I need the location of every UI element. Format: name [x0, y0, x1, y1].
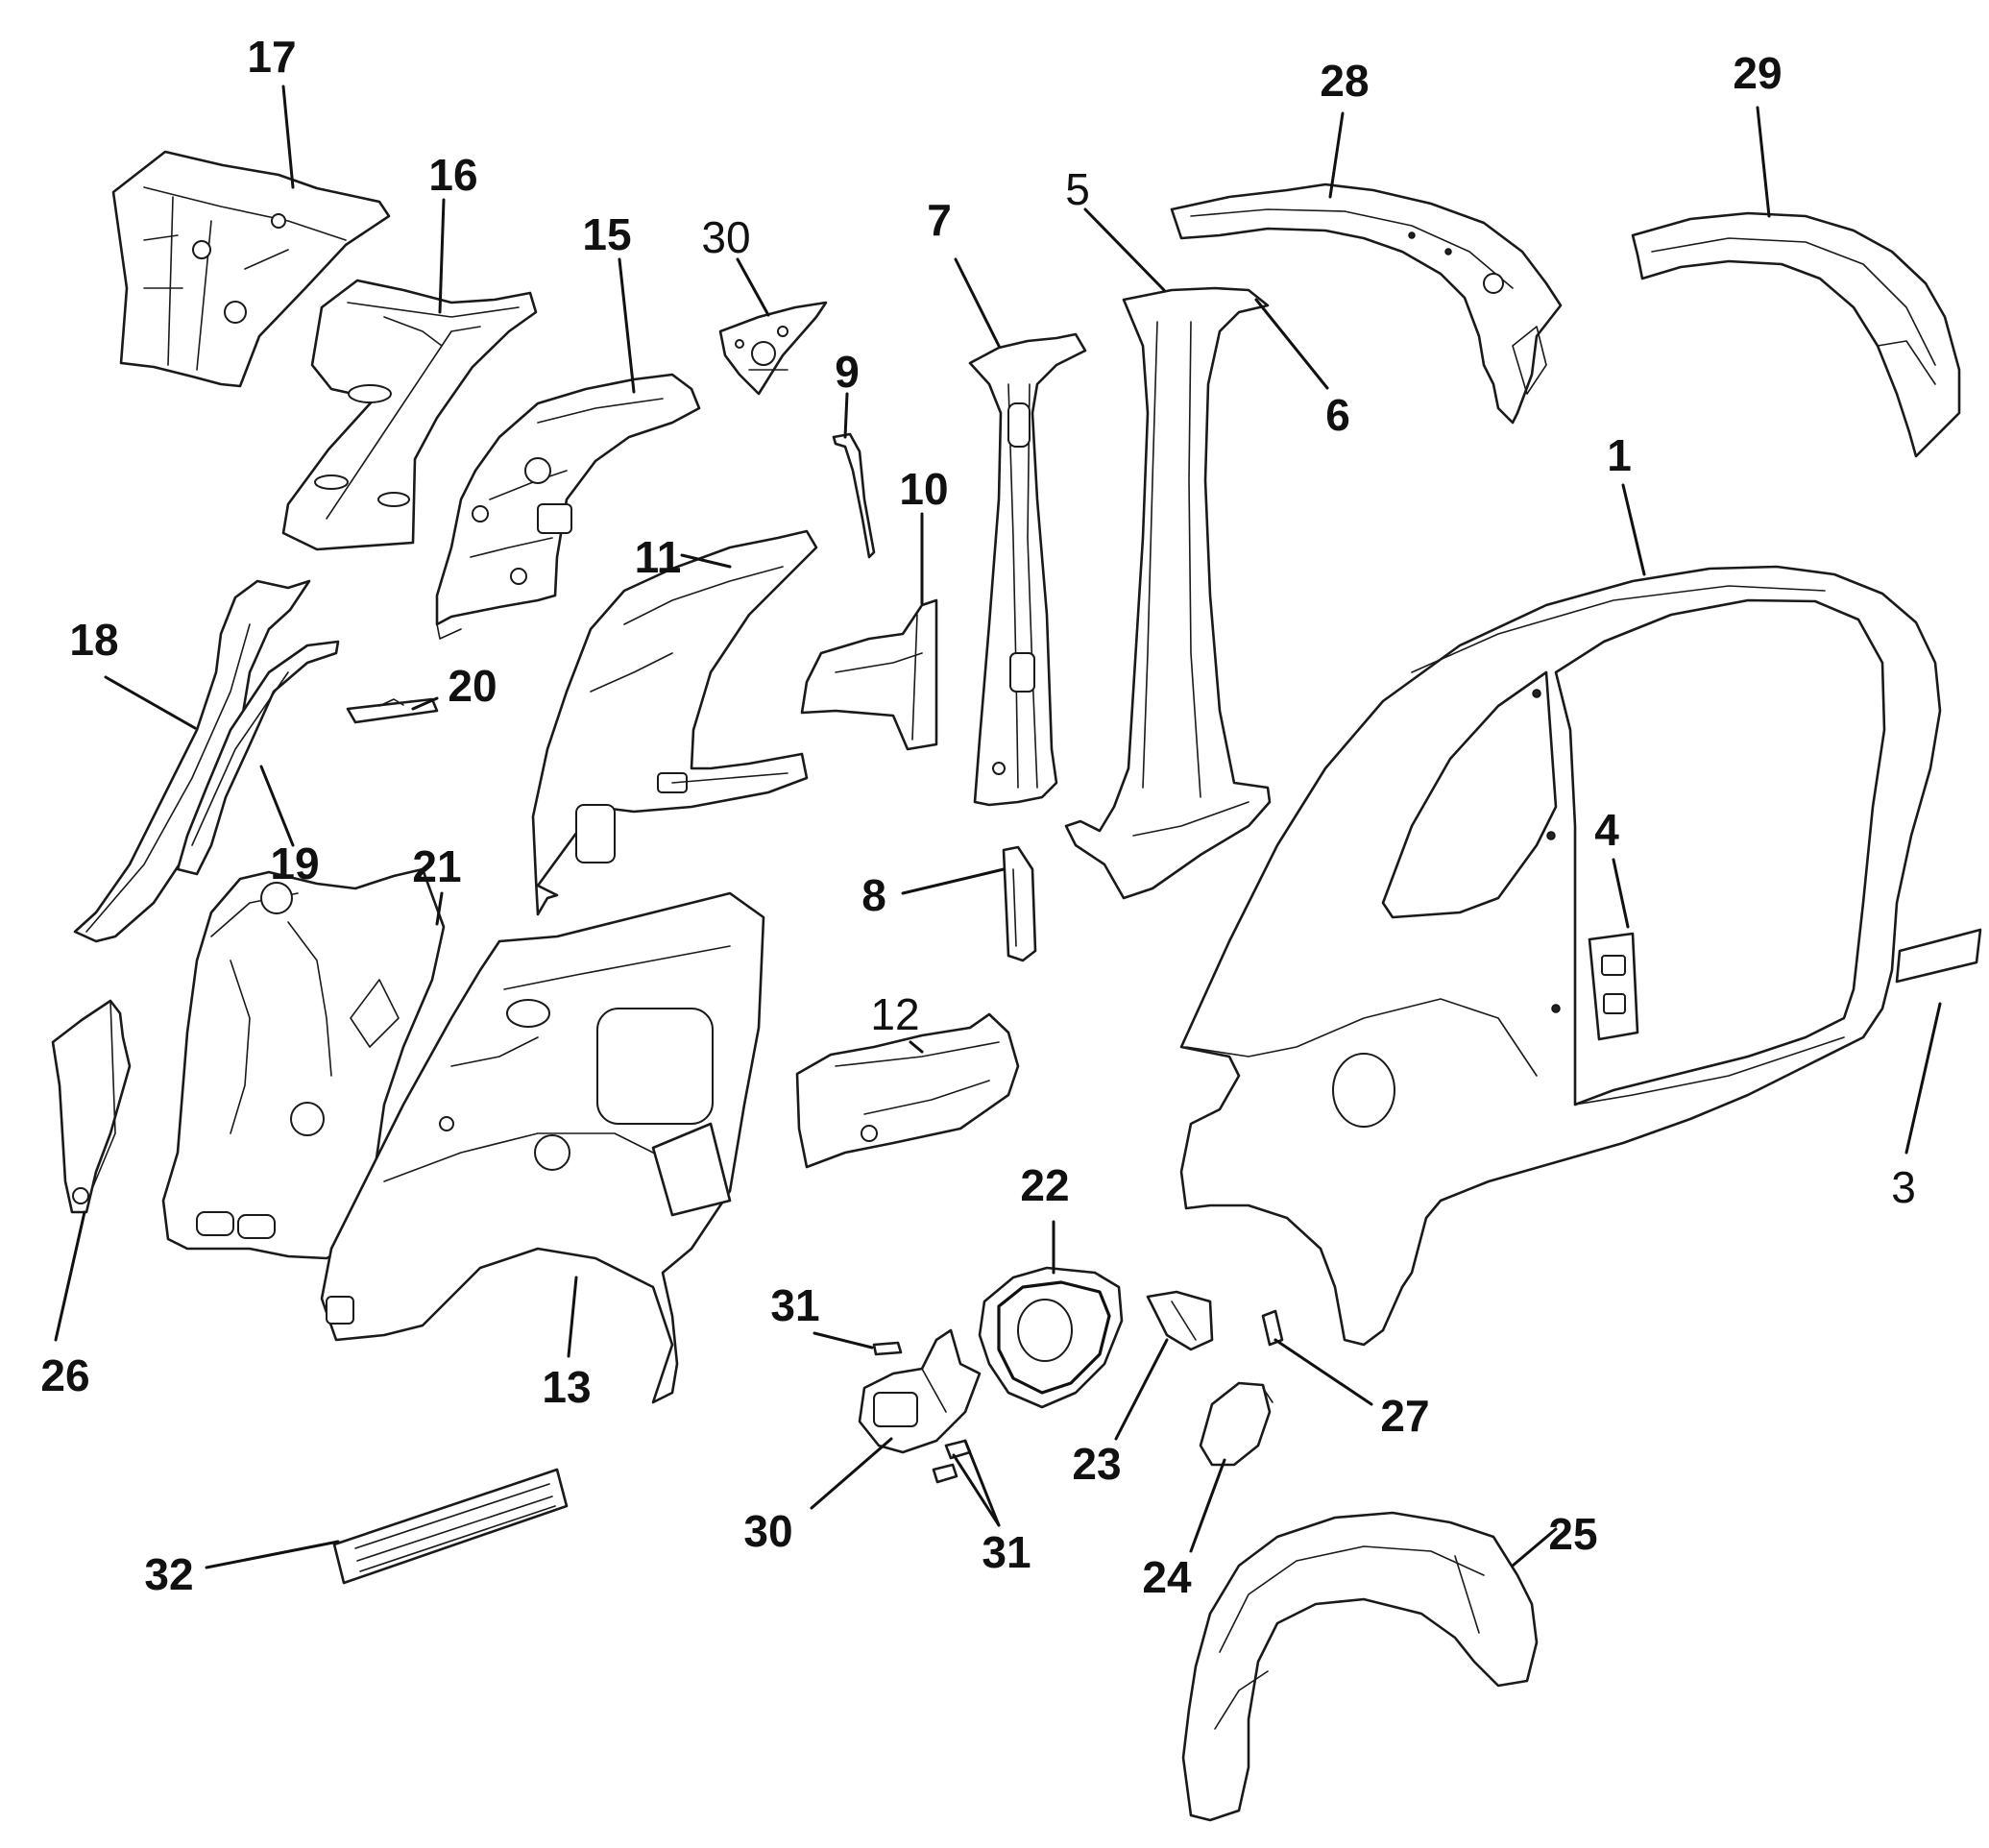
callout-label: 17: [247, 32, 296, 82]
callout-label: 31: [982, 1527, 1031, 1577]
callout-label: 30: [743, 1506, 792, 1556]
part-11-drawing: [531, 529, 818, 916]
part-3-drawing: [1895, 928, 1982, 984]
part-20-drawing: [346, 697, 439, 724]
part-22-drawing: [978, 1266, 1124, 1409]
part-29-drawing: [1631, 211, 1961, 458]
callout-label: 21: [412, 841, 461, 891]
part-8-drawing: [1002, 845, 1037, 962]
part-21-drawing: [161, 867, 446, 1260]
leader-lines: [54, 85, 1942, 1569]
callout-label: 23: [1072, 1439, 1121, 1489]
callout-label: 16: [428, 150, 477, 200]
part-10-drawing: [800, 598, 938, 751]
part-4-drawing: [1588, 932, 1639, 1041]
part-17-drawing: [111, 150, 391, 388]
callout-label: 26: [40, 1350, 89, 1400]
bolt-31-bottom-drawing: [932, 1439, 972, 1484]
part-7-drawing: [968, 332, 1087, 807]
callout-label: 25: [1548, 1509, 1597, 1559]
callout-label: 30: [701, 212, 750, 262]
part-30-bottom-drawing: [858, 1328, 982, 1454]
part-32-drawing: [332, 1468, 569, 1585]
callout-label: 7: [927, 195, 952, 245]
callout-labels: 1 3 4 5 6 7 8 9 10 11 12 13 15 16 17 18 …: [40, 32, 1915, 1602]
part-12-drawing: [795, 1012, 1020, 1169]
part-24-drawing: [1199, 1381, 1273, 1467]
callout-label: 19: [270, 839, 319, 888]
part-27-drawing: [1261, 1309, 1284, 1347]
callout-label: 20: [448, 661, 497, 711]
callout-label: 9: [835, 347, 860, 397]
part-19-drawing: [176, 640, 340, 876]
callout-label: 4: [1594, 805, 1619, 855]
callout-label: 8: [861, 870, 886, 920]
callout-label: 27: [1380, 1391, 1429, 1441]
part-16-drawing: [281, 279, 538, 551]
callout-label: 29: [1733, 48, 1782, 98]
callout-label: 11: [635, 532, 682, 582]
bolt-31-top-drawing: [872, 1341, 903, 1356]
part-23-drawing: [1146, 1290, 1214, 1351]
callout-label: 15: [582, 209, 631, 259]
part-1-drawing: [1179, 565, 1942, 1347]
callout-label: 10: [899, 464, 948, 514]
callout-label: 28: [1320, 56, 1369, 106]
part-30-top-drawing: [718, 301, 828, 396]
callout-label: 22: [1020, 1160, 1069, 1210]
callout-label: 5: [1065, 164, 1090, 214]
callout-label: 6: [1325, 390, 1350, 440]
callout-label: 18: [69, 615, 118, 665]
part-13-drawing: [320, 891, 765, 1404]
callout-label: 31: [770, 1280, 819, 1330]
callout-label: 13: [542, 1362, 591, 1412]
callout-label: 3: [1891, 1162, 1916, 1212]
part-28-drawing: [1170, 182, 1563, 425]
part-15-drawing: [435, 373, 701, 640]
part-25-drawing: [1181, 1511, 1539, 1822]
callout-label: 12: [870, 989, 919, 1039]
callout-label: 24: [1142, 1552, 1192, 1602]
part-5-6-drawing: [1064, 286, 1272, 900]
callout-label: 1: [1607, 430, 1632, 480]
part-26-drawing: [51, 999, 132, 1214]
callout-label: 32: [144, 1549, 193, 1599]
part-9-drawing: [832, 432, 876, 559]
part-18-drawing: [73, 579, 311, 943]
